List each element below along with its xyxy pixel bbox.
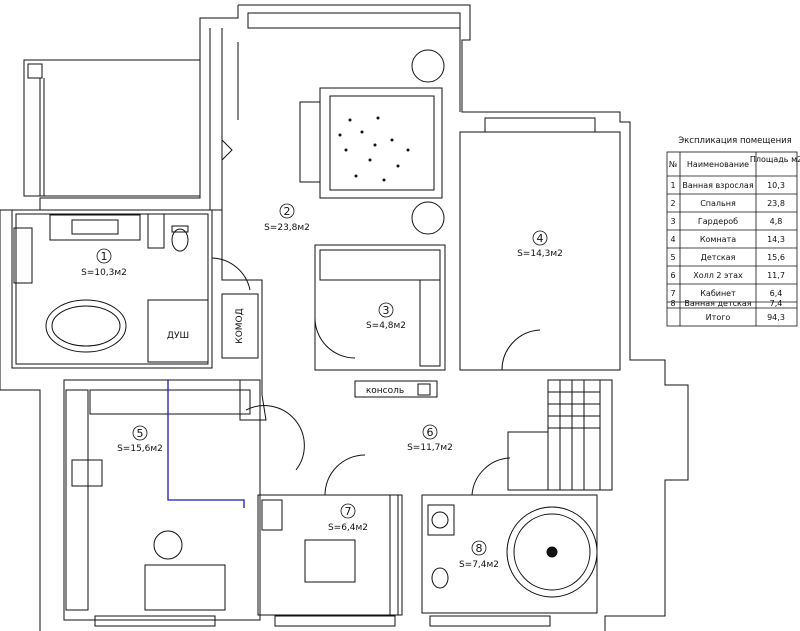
- toilet: [171, 228, 189, 252]
- dresser-label: КОМОД: [235, 308, 245, 343]
- bathroom-kids: [421, 494, 598, 614]
- room-5-number: 5: [137, 427, 144, 440]
- row-4-area: 14,3: [767, 235, 785, 244]
- table-row: 7 Кабинет 6,4: [670, 289, 782, 298]
- row-7-num: 7: [670, 289, 675, 298]
- bed: [319, 87, 443, 199]
- room-2-area: S=23,8м2: [264, 223, 310, 233]
- row-3-num: 3: [670, 217, 675, 226]
- shower-label: ДУШ: [167, 331, 189, 341]
- room-2-number: 2: [284, 205, 291, 218]
- table-row: 2 Спальня 23,8: [670, 199, 784, 208]
- kids-room: [63, 379, 261, 621]
- table-row: 5 Детская 15,6: [670, 253, 784, 262]
- row-3-name: Гардероб: [698, 217, 738, 226]
- row-1-area: 10,3: [767, 181, 785, 190]
- zone-line: [167, 380, 245, 508]
- row-5-num: 5: [670, 253, 675, 262]
- room-3-number: 3: [383, 304, 390, 317]
- room-5-area: S=15,6м2: [117, 444, 163, 454]
- table-row: 1 Ванная взрослая 10,3: [670, 181, 784, 190]
- row-2-name: Спальня: [700, 199, 736, 208]
- bathtub: [45, 299, 127, 353]
- room-7-number: 7: [345, 505, 352, 518]
- bed-quilt: [338, 116, 410, 182]
- room-3-area: S=4,8м2: [366, 321, 406, 331]
- row-5-area: 15,6: [767, 253, 785, 262]
- console-label: консоль: [366, 386, 404, 396]
- row-1-num: 1: [670, 181, 675, 190]
- row-4-name: Комната: [700, 235, 736, 244]
- table-row: 4 Комната 14,3: [670, 235, 784, 244]
- room-1-area: S=10,3м2: [81, 268, 127, 278]
- table-header-num: №: [669, 160, 678, 169]
- row-7-name: Кабинет: [700, 289, 736, 298]
- outer-wall: [238, 4, 689, 631]
- study: [257, 494, 399, 616]
- shower-box: [147, 299, 209, 363]
- room-4-number: 4: [537, 232, 544, 245]
- round-shower: [506, 506, 598, 598]
- table-header-area: Площадь м2: [750, 155, 800, 164]
- room-8-number: 8: [476, 542, 483, 555]
- room-6-number: 6: [427, 426, 434, 439]
- row-8-name: Ванная детская: [684, 299, 751, 308]
- room-6-area: S=11,7м2: [407, 443, 453, 453]
- explication-table: Экспликация помещения № Наименование Пло…: [666, 136, 800, 327]
- dresser-box: [221, 293, 259, 359]
- row-8-area: 7,4: [770, 299, 783, 308]
- table-row: 8 Ванная детская 7,4: [670, 299, 782, 308]
- row-2-num: 2: [670, 199, 675, 208]
- chair: [153, 530, 183, 560]
- outer-wall-left: [0, 5, 239, 631]
- table-row: 6 Холл 2 этах 11,7: [670, 271, 784, 280]
- table-total-value: 94,3: [767, 313, 785, 322]
- balcony: [23, 59, 201, 197]
- staircase: [547, 379, 601, 491]
- row-8-num: 8: [670, 299, 675, 308]
- table-row: 3 Гардероб 4,8: [670, 217, 782, 226]
- table-title: Экспликация помещения: [678, 136, 792, 146]
- console-box: [354, 380, 438, 398]
- desk: [144, 564, 226, 611]
- row-4-num: 4: [670, 235, 675, 244]
- wardrobe: [314, 244, 446, 371]
- row-2-area: 23,8: [767, 199, 785, 208]
- row-3-area: 4,8: [770, 217, 783, 226]
- row-6-num: 6: [670, 271, 675, 280]
- table-total-label: Итого: [706, 313, 731, 322]
- sink: [49, 214, 141, 241]
- inner-wall-top: [247, 12, 461, 29]
- room-7-area: S=6,4м2: [328, 523, 368, 533]
- row-6-name: Холл 2 этах: [693, 271, 743, 280]
- row-6-area: 11,7: [767, 271, 785, 280]
- row-7-area: 6,4: [770, 289, 783, 298]
- table-header-name: Наименование: [687, 160, 749, 169]
- room-1-number: 1: [101, 250, 108, 263]
- row-5-name: Детская: [701, 253, 736, 262]
- room-8-area: S=7,4м2: [459, 560, 499, 570]
- armchair: [304, 539, 356, 583]
- row-1-name: Ванная взрослая: [682, 181, 753, 190]
- room-4-area: S=14,3м2: [517, 249, 563, 259]
